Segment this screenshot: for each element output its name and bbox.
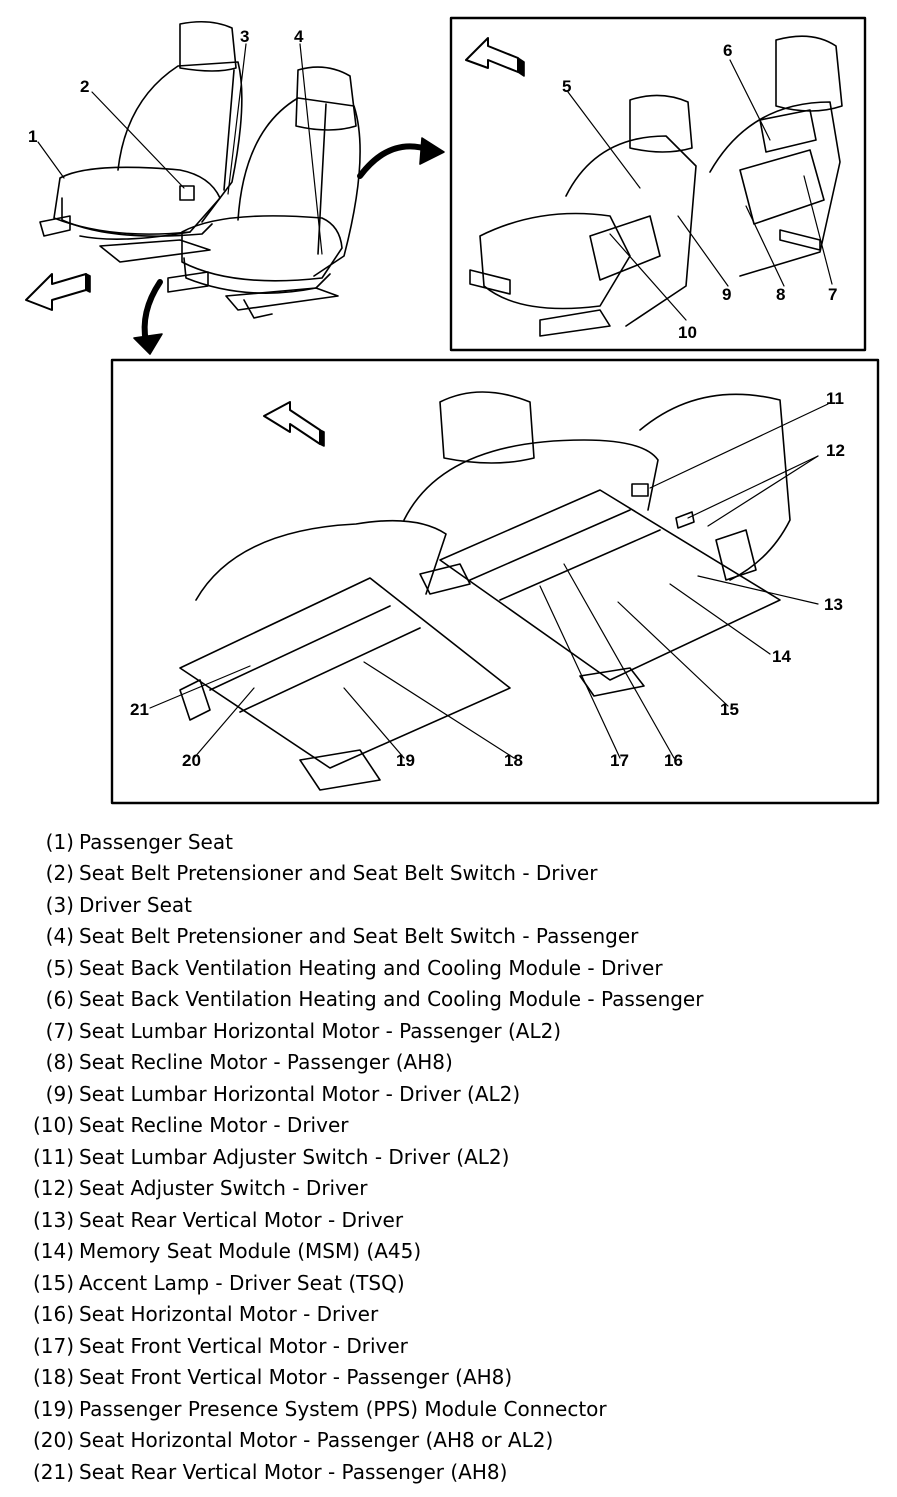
legend-label: Passenger Seat (79, 829, 233, 854)
legend-item: (14)Memory Seat Module (MSM) (A45) (22, 1236, 882, 1268)
callout-4: 4 (294, 27, 304, 46)
legend-label: Driver Seat (79, 892, 192, 917)
legend-label: Accent Lamp - Driver Seat (TSQ) (79, 1270, 405, 1295)
legend-label: Passenger Presence System (PPS) Module C… (79, 1396, 607, 1421)
legend-label: Seat Rear Vertical Motor - Passenger (AH… (79, 1459, 508, 1484)
seat-back-detail-view (449, 16, 867, 352)
legend-number: (17) (32, 1333, 74, 1358)
legend-item: (15)Accent Lamp - Driver Seat (TSQ) (22, 1267, 882, 1299)
callout-13: 13 (824, 595, 843, 614)
callout-7: 7 (828, 285, 837, 304)
legend-label: Seat Back Ventilation Heating and Coolin… (79, 955, 663, 980)
callout-10: 10 (678, 323, 697, 342)
legend-item: (5)Seat Back Ventilation Heating and Coo… (22, 952, 882, 984)
legend-number: (10) (32, 1113, 74, 1138)
seats-overview (25, 20, 445, 355)
callout-3: 3 (240, 27, 249, 46)
legend-label: Seat Adjuster Switch - Driver (79, 1176, 368, 1201)
legend-label: Seat Lumbar Horizontal Motor - Driver (A… (79, 1081, 521, 1106)
legend-item: (10)Seat Recline Motor - Driver (22, 1110, 882, 1142)
callout-15: 15 (720, 700, 739, 719)
legend-number: (5) (45, 955, 74, 980)
callout-2: 2 (80, 77, 89, 96)
legend-item: (16)Seat Horizontal Motor - Driver (22, 1299, 882, 1331)
legend-label: Seat Recline Motor - Passenger (AH8) (79, 1050, 453, 1075)
callout-20: 20 (182, 751, 201, 770)
legend-number: (14) (32, 1239, 74, 1264)
legend-number: (20) (32, 1428, 74, 1453)
legend-number: (13) (32, 1207, 74, 1232)
callout-9: 9 (722, 285, 731, 304)
seat-underside-detail-view (110, 358, 880, 805)
callout-18: 18 (504, 751, 523, 770)
legend-number: (21) (32, 1459, 74, 1484)
seat-component-diagram: 1 2 3 4 5 6 7 8 9 10 11 12 13 14 15 16 1… (25, 16, 880, 805)
legend-item: (11)Seat Lumbar Adjuster Switch - Driver… (22, 1141, 882, 1173)
legend-item: (21)Seat Rear Vertical Motor - Passenger… (22, 1456, 882, 1488)
legend-label: Seat Back Ventilation Heating and Coolin… (79, 987, 704, 1012)
callout-16: 16 (664, 751, 683, 770)
legend-label: Seat Belt Pretensioner and Seat Belt Swi… (79, 924, 639, 949)
legend-item: (13)Seat Rear Vertical Motor - Driver (22, 1204, 882, 1236)
legend-item: (6)Seat Back Ventilation Heating and Coo… (22, 984, 882, 1016)
callout-21: 21 (130, 700, 149, 719)
legend-item: (9)Seat Lumbar Horizontal Motor - Driver… (22, 1078, 882, 1110)
callout-17: 17 (610, 751, 629, 770)
legend-item: (8)Seat Recline Motor - Passenger (AH8) (22, 1047, 882, 1079)
legend-number: (15) (32, 1270, 74, 1295)
legend-item: (4)Seat Belt Pretensioner and Seat Belt … (22, 921, 882, 953)
legend-label: Seat Lumbar Horizontal Motor - Passenger… (79, 1018, 562, 1043)
legend-number: (4) (45, 924, 74, 949)
callout-8: 8 (776, 285, 785, 304)
legend-item: (20)Seat Horizontal Motor - Passenger (A… (22, 1425, 882, 1457)
legend-number: (19) (32, 1396, 74, 1421)
legend-number: (2) (45, 861, 74, 886)
legend-label: Seat Recline Motor - Driver (79, 1113, 349, 1138)
callout-5: 5 (562, 77, 571, 96)
legend-item: (7)Seat Lumbar Horizontal Motor - Passen… (22, 1015, 882, 1047)
legend-number: (9) (45, 1081, 74, 1106)
legend-number: (18) (32, 1365, 74, 1390)
legend-item: (2)Seat Belt Pretensioner and Seat Belt … (22, 858, 882, 890)
legend-label: Seat Belt Pretensioner and Seat Belt Swi… (79, 861, 598, 886)
legend-item: (1)Passenger Seat (22, 826, 882, 858)
component-legend: (1)Passenger Seat (2)Seat Belt Pretensio… (22, 826, 882, 1488)
legend-label: Seat Horizontal Motor - Passenger (AH8 o… (79, 1428, 554, 1453)
legend-label: Seat Lumbar Adjuster Switch - Driver (AL… (79, 1144, 510, 1169)
legend-label: Seat Rear Vertical Motor - Driver (79, 1207, 404, 1232)
callout-19: 19 (396, 751, 415, 770)
callout-12: 12 (826, 441, 845, 460)
legend-item: (3)Driver Seat (22, 889, 882, 921)
legend-label: Seat Horizontal Motor - Driver (79, 1302, 379, 1327)
callout-6: 6 (723, 41, 732, 60)
legend-number: (3) (45, 892, 74, 917)
legend-number: (1) (45, 829, 74, 854)
legend-item: (12)Seat Adjuster Switch - Driver (22, 1173, 882, 1205)
legend-item: (17)Seat Front Vertical Motor - Driver (22, 1330, 882, 1362)
legend-item: (18)Seat Front Vertical Motor - Passenge… (22, 1362, 882, 1394)
legend-label: Seat Front Vertical Motor - Passenger (A… (79, 1365, 513, 1390)
legend-item: (19)Passenger Presence System (PPS) Modu… (22, 1393, 882, 1425)
legend-number: (11) (32, 1144, 74, 1169)
legend-label: Seat Front Vertical Motor - Driver (79, 1333, 408, 1358)
legend-number: (12) (32, 1176, 74, 1201)
callout-11: 11 (826, 389, 844, 408)
legend-number: (16) (32, 1302, 74, 1327)
callout-14: 14 (772, 647, 791, 666)
legend-number: (8) (45, 1050, 74, 1075)
callout-1: 1 (28, 127, 37, 146)
legend-number: (7) (45, 1018, 74, 1043)
legend-label: Memory Seat Module (MSM) (A45) (79, 1239, 422, 1264)
legend-number: (6) (45, 987, 74, 1012)
